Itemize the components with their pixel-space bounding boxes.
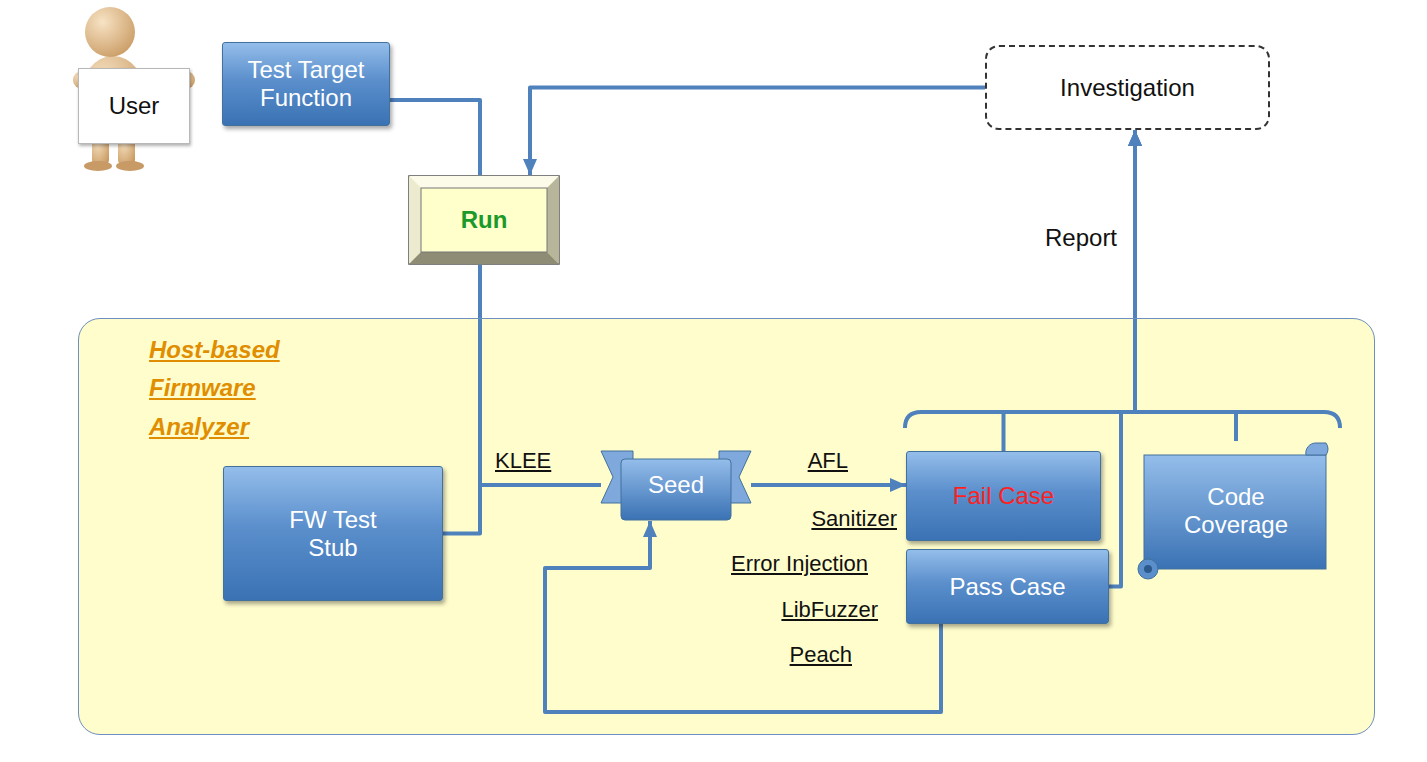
flow-arrow (1004, 130, 1136, 451)
user-sign: User (78, 68, 190, 144)
node-label: Fail Case (953, 482, 1054, 510)
flow-label: Report (1045, 224, 1117, 252)
node-label: Pass Case (949, 573, 1065, 601)
result-box: Fail Case (906, 451, 1101, 541)
node-label: Run (461, 206, 508, 234)
process-box: Test Target Function (222, 42, 390, 126)
node-label: Test Target Function (231, 56, 381, 111)
flow-arrow (1135, 130, 1236, 441)
flow-arrow (443, 485, 601, 534)
seed-ribbon: Seed (601, 449, 751, 521)
panel-heading: Host-based Firmware Analyzer (149, 331, 324, 446)
analyzer-panel: Host-based Firmware Analyzer FW Test Stub… (78, 318, 1375, 735)
tool-name: Error Injection (731, 551, 868, 577)
node-label: Code Coverage (1166, 483, 1306, 538)
investigation-box: Investigation (985, 45, 1270, 130)
node-label: Seed (648, 471, 704, 499)
process-box: FW Test Stub (223, 466, 443, 601)
tool-name: AFL (808, 448, 848, 474)
flow-arrow (390, 100, 480, 175)
flow-arrow (530, 88, 985, 176)
user-figure (73, 7, 195, 171)
flow-arrow (751, 483, 906, 487)
flow-arrow (545, 521, 941, 712)
coverage-scroll: Code Coverage (1136, 441, 1336, 581)
tool-name: KLEE (495, 448, 551, 474)
tool-name: Sanitizer (811, 506, 897, 532)
run-button: Run (408, 175, 560, 265)
flow-arrow (1109, 130, 1135, 587)
node-label: FW Test Stub (273, 506, 393, 561)
tool-name: Peach (790, 642, 852, 668)
flow-arrow (480, 265, 601, 485)
node-label: User (109, 92, 160, 120)
result-box: Pass Case (906, 549, 1109, 624)
analyzer-panel-fill (78, 318, 1375, 735)
node-label: Investigation (1060, 74, 1195, 102)
tool-name: LibFuzzer (781, 597, 878, 623)
